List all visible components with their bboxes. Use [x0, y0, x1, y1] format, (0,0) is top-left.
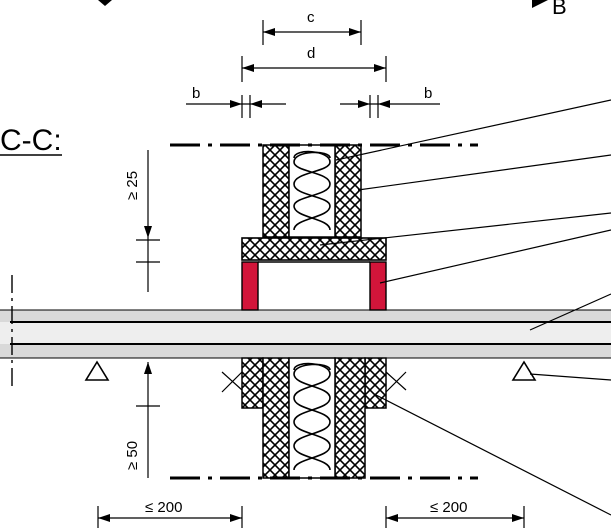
dim-c-label: c [307, 9, 315, 26]
leader-lines [319, 99, 611, 516]
lower-wall [221, 357, 407, 479]
dim-b-right-label: b [424, 85, 432, 102]
upper-insulation [293, 150, 331, 231]
lintel-cap [241, 237, 387, 261]
dim-right-span [385, 506, 525, 528]
dim-lower-height [136, 362, 160, 478]
arrow-fragment [98, 0, 112, 6]
dim-left-span [97, 506, 243, 528]
dim-c [262, 20, 362, 45]
red-bearing-right [369, 261, 387, 311]
dim-d [241, 56, 387, 82]
dim-b-left-label: b [192, 85, 200, 102]
dim-d-label: d [307, 45, 315, 62]
support-right-icon [511, 360, 537, 381]
dim-b-left [186, 95, 286, 118]
dim-upper-height [136, 150, 160, 292]
slab [0, 275, 611, 390]
section-marker-arrow [532, 0, 548, 8]
dim-upper-height-label: ≥ 25 [124, 171, 141, 200]
upper-wall [262, 144, 362, 238]
dim-b-right [340, 95, 440, 118]
section-marker-letter: B [552, 0, 567, 19]
dim-lower-height-label: ≥ 50 [124, 441, 141, 470]
section-title: C-C: [0, 124, 62, 157]
support-left-icon [84, 360, 110, 381]
dim-right-span-label: ≤ 200 [430, 499, 467, 516]
dim-left-span-label: ≤ 200 [145, 499, 182, 516]
red-bearing-left [241, 261, 259, 311]
